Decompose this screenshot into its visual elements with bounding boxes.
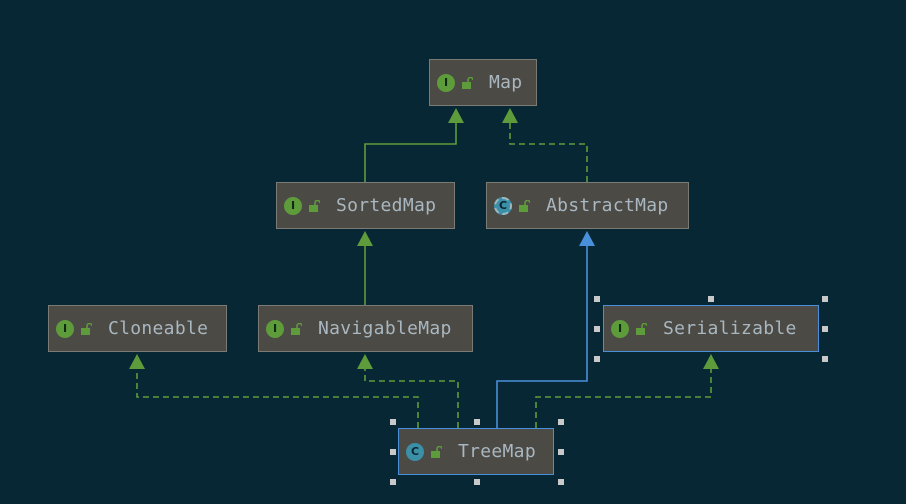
node-label: TreeMap: [458, 441, 536, 462]
resize-handle[interactable]: [708, 296, 714, 302]
public-unlock-icon: [309, 199, 320, 212]
resize-handle[interactable]: [558, 419, 564, 425]
arrowhead-treemap-to-cloneable: [129, 354, 145, 369]
public-unlock-icon: [431, 445, 442, 458]
resize-handle[interactable]: [558, 479, 564, 485]
abstract-class-icon: C: [494, 196, 512, 215]
arrowhead-treemap-to-abstractmap: [579, 231, 595, 246]
public-unlock-icon: [636, 322, 647, 335]
node-label: Cloneable: [108, 318, 209, 339]
edge-abstractmap-to-map: [509, 122, 588, 182]
resize-handle[interactable]: [594, 326, 600, 332]
interface-icon: I: [611, 319, 629, 338]
resize-handle[interactable]: [822, 356, 828, 362]
resize-handle[interactable]: [594, 296, 600, 302]
node-label: Map: [489, 72, 523, 93]
interface-icon: I: [284, 196, 302, 215]
class-icon: C: [406, 442, 424, 461]
node-label: NavigableMap: [318, 318, 452, 339]
interface-icon: I: [56, 319, 74, 338]
edge-sortedmap-to-map: [364, 122, 457, 182]
arrowhead-abstractmap-to-map: [502, 108, 518, 123]
node-serializable[interactable]: I Serializable: [603, 305, 819, 352]
edge-treemap-to-navigablemap: [364, 368, 459, 428]
resize-handle[interactable]: [390, 479, 396, 485]
resize-handle[interactable]: [390, 419, 396, 425]
resize-handle[interactable]: [594, 356, 600, 362]
public-unlock-icon: [81, 322, 92, 335]
resize-handle[interactable]: [822, 326, 828, 332]
node-navigablemap[interactable]: I NavigableMap: [258, 305, 473, 352]
interface-icon: I: [437, 73, 455, 92]
node-sortedmap[interactable]: I SortedMap: [276, 182, 455, 229]
node-label: SortedMap: [336, 195, 437, 216]
edge-treemap-to-cloneable: [136, 368, 419, 428]
public-unlock-icon: [291, 322, 302, 335]
public-unlock-icon: [462, 76, 473, 89]
node-treemap[interactable]: C TreeMap: [398, 428, 554, 475]
resize-handle[interactable]: [390, 449, 396, 455]
node-label: Serializable: [663, 318, 797, 339]
arrowhead-sortedmap-to-map: [448, 108, 464, 123]
edge-treemap-to-abstractmap: [496, 245, 588, 428]
resize-handle[interactable]: [474, 479, 480, 485]
arrowhead-navigablemap-to-sortedmap: [357, 231, 373, 246]
resize-handle[interactable]: [558, 449, 564, 455]
resize-handle[interactable]: [822, 296, 828, 302]
arrowhead-treemap-to-navigablemap: [357, 354, 373, 369]
node-abstractmap[interactable]: C AbstractMap: [486, 182, 689, 229]
interface-icon: I: [266, 319, 284, 338]
edge-treemap-to-serializable: [535, 368, 712, 428]
node-label: AbstractMap: [546, 195, 669, 216]
resize-handle[interactable]: [474, 419, 480, 425]
public-unlock-icon: [519, 199, 530, 212]
node-map[interactable]: I Map: [429, 59, 537, 106]
arrowhead-treemap-to-serializable: [703, 354, 719, 369]
node-cloneable[interactable]: I Cloneable: [48, 305, 227, 352]
